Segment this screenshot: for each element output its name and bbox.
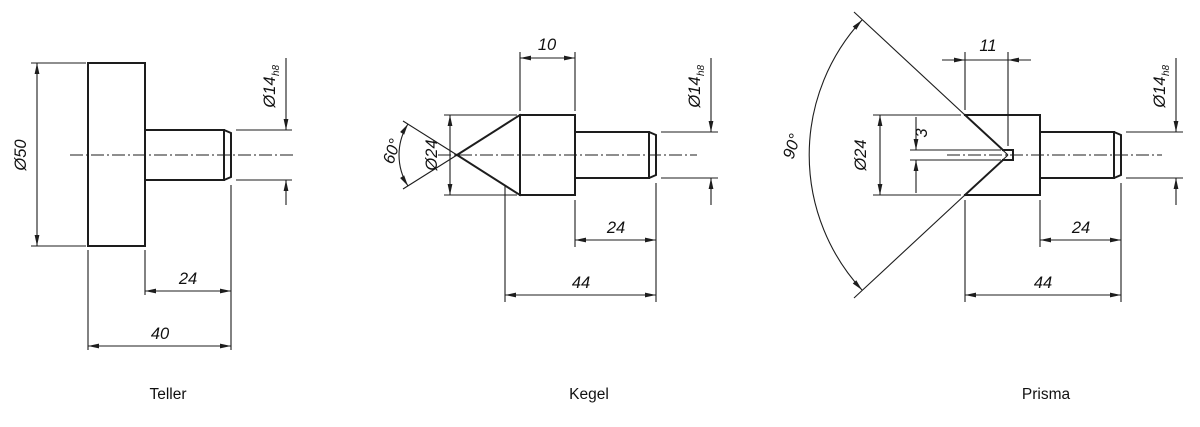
svg-text:h8: h8: [1161, 64, 1172, 76]
prisma-view: 90° Ø24 3 11 Ø14 h8 24 44 Prisma: [780, 11, 1183, 403]
teller-caption: Teller: [149, 386, 186, 403]
teller-disc-diameter-label: Ø50: [12, 139, 30, 172]
svg-text:Ø14: Ø14: [1151, 76, 1169, 108]
prisma-caption: Prisma: [1022, 386, 1071, 403]
prisma-shaft-diameter-label: Ø14 h8: [1151, 64, 1172, 108]
teller-view: Ø50 Ø14 h8 24 40 Teller: [12, 58, 293, 403]
prisma-body-diameter-label: Ø24: [852, 139, 870, 171]
prisma-slot-height-label: 3: [913, 128, 931, 138]
svg-text:h8: h8: [271, 64, 282, 76]
kegel-total-length-label: 44: [572, 274, 590, 292]
kegel-shaft-length-label: 24: [606, 219, 625, 237]
svg-text:h8: h8: [696, 64, 707, 76]
teller-dimension-lines: [31, 58, 292, 350]
kegel-caption: Kegel: [569, 386, 609, 403]
kegel-collar-width-label: 10: [538, 36, 557, 54]
svg-text:Ø14: Ø14: [261, 76, 279, 108]
svg-text:Ø14: Ø14: [686, 76, 704, 108]
teller-total-length-label: 40: [151, 325, 170, 343]
prisma-dimension-lines: [808, 11, 1183, 302]
prisma-shaft-length-label: 24: [1071, 219, 1090, 237]
kegel-view: 60° Ø24 10 Ø14 h8 24 44 Kegel: [380, 36, 718, 403]
prisma-total-length-label: 44: [1034, 274, 1052, 292]
prisma-vee-depth-label: 11: [979, 37, 996, 55]
kegel-dimension-lines: [398, 52, 718, 302]
teller-shaft-length-label: 24: [178, 270, 197, 288]
kegel-body-diameter-label: Ø24: [423, 139, 441, 171]
teller-shaft-diameter-label: Ø14 h8: [261, 64, 282, 108]
kegel-shaft-diameter-label: Ø14 h8: [686, 64, 707, 108]
prisma-vee-angle-label: 90°: [780, 131, 805, 161]
